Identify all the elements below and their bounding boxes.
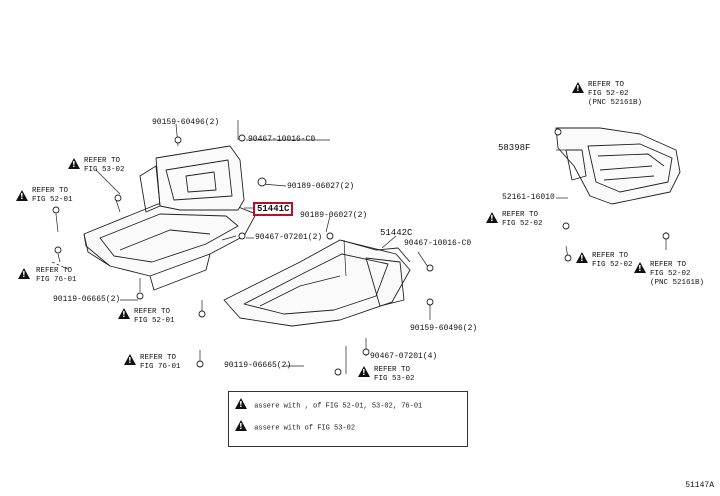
warning-icon [68, 158, 80, 169]
part-58398f[interactable]: 58398F [498, 143, 531, 153]
warning-icon [124, 354, 136, 365]
part-90119-06665-b[interactable]: 90119-06665(2) [224, 361, 292, 370]
side-cover-shape [555, 127, 681, 205]
note-row-2: assere with of FIG 53-02 [235, 420, 355, 433]
warning-icon [486, 212, 498, 223]
highlight-part-label[interactable]: 51441C [253, 202, 294, 216]
note-row-1: assere with , of FIG 52-01, 53-02, 76-01 [235, 398, 422, 411]
warning-icon [235, 420, 247, 431]
part-90467-07201-b[interactable]: 90467-07201(4) [370, 352, 438, 361]
under-cover-left-shape [83, 203, 257, 291]
warning-icon [18, 268, 30, 279]
part-90119-06665-a[interactable]: 90119-06665(2) [53, 295, 121, 304]
warning-icon [576, 252, 588, 263]
part-52161-16010[interactable]: 52161-16010 [502, 193, 555, 202]
fastener-symbols [52, 128, 670, 376]
part-51442c[interactable]: 51442C [380, 228, 413, 238]
warning-icon [358, 366, 370, 377]
part-90189-06027-a[interactable]: 90189-06027(2) [287, 182, 355, 191]
splash-shield-upper-shape [139, 145, 245, 213]
warning-icon [572, 82, 584, 93]
part-90467-07201-a[interactable]: 90467-07201(2) [255, 233, 323, 242]
under-cover-right-shape [223, 239, 411, 327]
part-90159-60496-a[interactable]: 90159-60496(2) [152, 118, 220, 127]
warning-icon [118, 308, 130, 319]
warning-icon [235, 398, 247, 409]
leader-lines [51, 120, 667, 374]
part-90467-10016-c0-b[interactable]: 90467-10016-C0 [404, 239, 472, 248]
assembly-note-box: assere with , of FIG 52-01, 53-02, 76-01… [228, 391, 468, 447]
figure-id: 51147A [685, 481, 714, 490]
part-90467-10016-c0-a[interactable]: 90467-10016-C0 [248, 135, 316, 144]
part-90159-60496-b[interactable]: 90159-60496(2) [410, 324, 478, 333]
part-90189-06027-b[interactable]: 90189-06027(2) [300, 211, 368, 220]
warning-icon [16, 190, 28, 201]
warning-icon [634, 262, 646, 273]
